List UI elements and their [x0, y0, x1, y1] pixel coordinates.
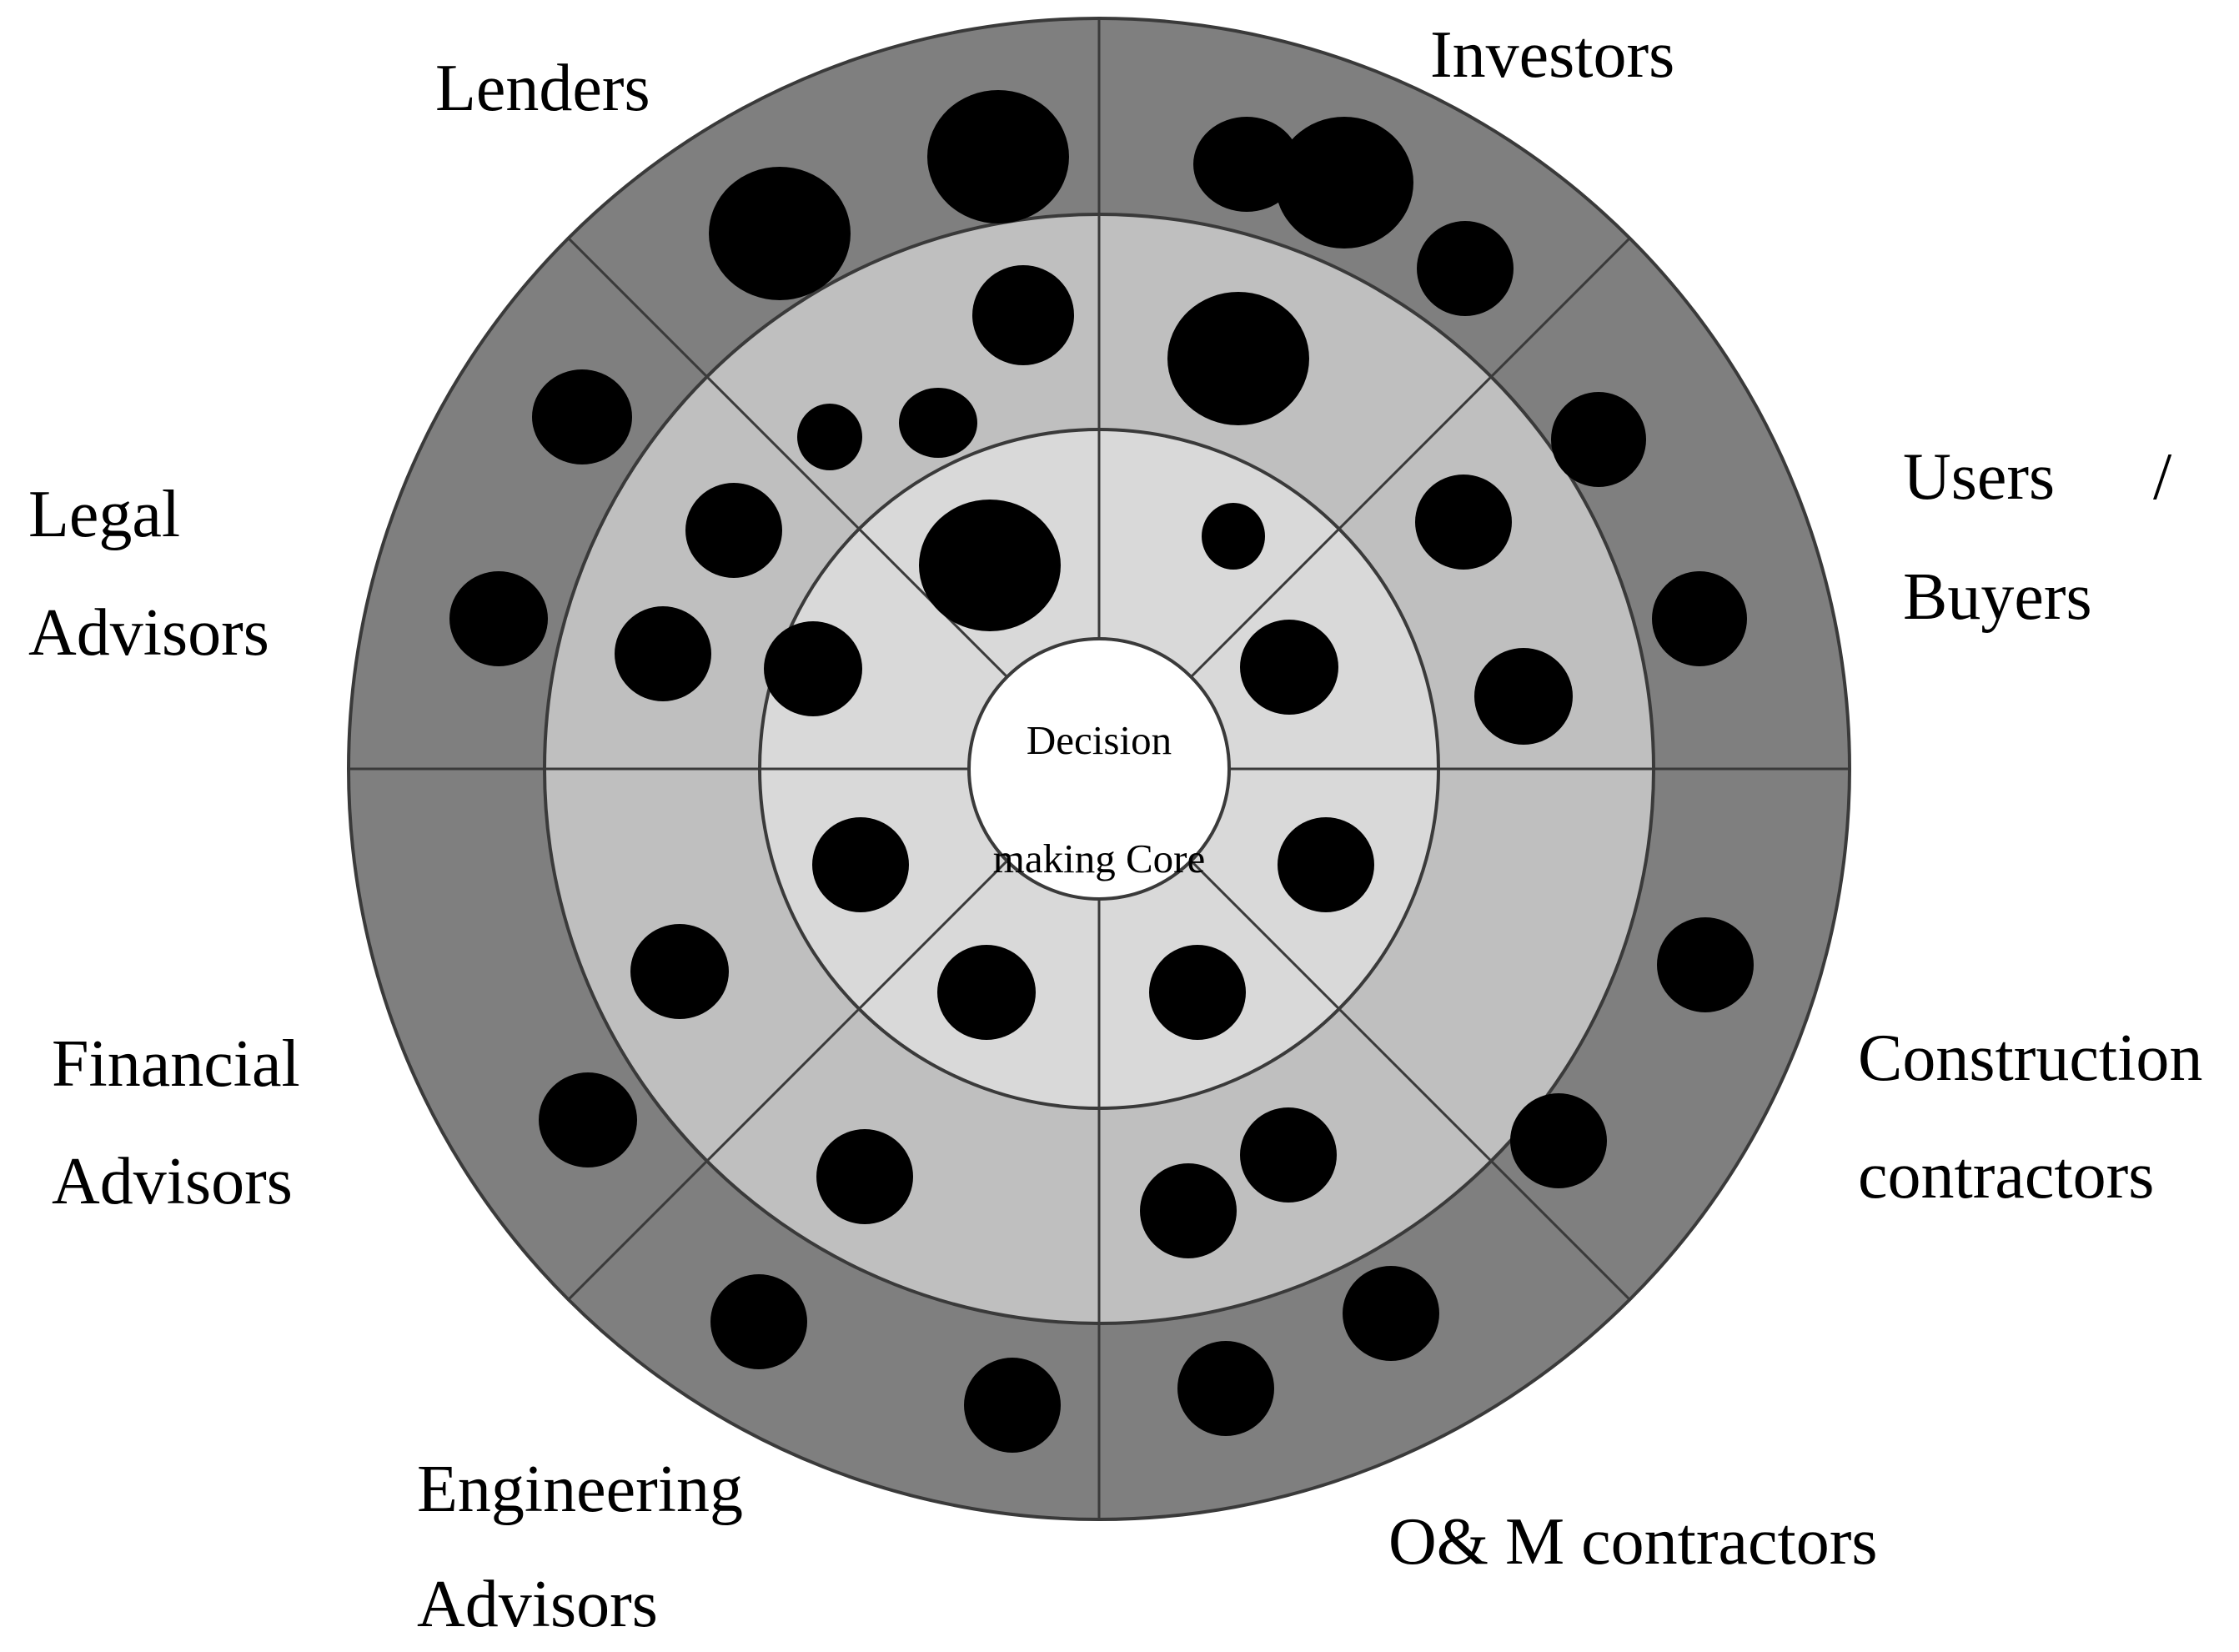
- stakeholder-dot: [532, 369, 632, 464]
- stakeholder-dot: [937, 945, 1036, 1040]
- sector-divider: [1190, 860, 1631, 1301]
- core-label-line2: making Core: [993, 836, 1205, 881]
- stakeholder-dot: [1417, 221, 1514, 316]
- stakeholder-dot: [927, 90, 1069, 223]
- stakeholder-dot: [1193, 117, 1300, 212]
- stakeholder-dot: [1177, 1341, 1274, 1436]
- label-engineering: Engineering: [417, 1453, 743, 1526]
- stakeholder-dot: [449, 571, 548, 666]
- stakeholder-dot: [615, 606, 711, 701]
- stakeholder-dot: [709, 167, 851, 300]
- stakeholder-dots: [449, 90, 1754, 1453]
- label-financial: Financial: [52, 1027, 300, 1101]
- stakeholder-dot: [764, 621, 862, 716]
- sector-divider: [1190, 237, 1631, 678]
- stakeholder-dot: [1657, 917, 1754, 1012]
- stakeholder-dot: [899, 388, 977, 458]
- stakeholder-dot: [1652, 571, 1747, 666]
- core-label-line1: Decision: [1027, 717, 1172, 763]
- sector-divider: [567, 860, 1008, 1301]
- stakeholder-dot: [685, 483, 782, 578]
- stakeholder-dot: [710, 1274, 807, 1369]
- stakeholder-dot: [816, 1129, 913, 1224]
- label-engineering-advisors: Advisors: [417, 1568, 658, 1641]
- stakeholder-dot: [1278, 817, 1374, 912]
- stakeholder-dot: [1415, 475, 1512, 570]
- stakeholder-dot: [539, 1072, 637, 1167]
- label-om-contractors: O& M contractors: [1388, 1505, 1878, 1579]
- stakeholder-dot: [1240, 1107, 1337, 1203]
- stakeholder-dot: [972, 265, 1074, 365]
- label-investors: Investors: [1430, 18, 1674, 92]
- stakeholder-dot: [812, 817, 909, 912]
- label-users: Users: [1903, 440, 2055, 514]
- stakeholder-dot: [919, 500, 1061, 631]
- sector-dividers: [349, 18, 1850, 1519]
- label-construction-contractors: contractors: [1858, 1139, 2154, 1213]
- stakeholder-dot: [1275, 117, 1413, 249]
- stakeholder-dot: [1167, 292, 1309, 425]
- label-buyers: Buyers: [1903, 560, 2092, 634]
- stakeholder-dot: [1202, 503, 1265, 570]
- label-users-slash: /: [2153, 440, 2172, 514]
- stakeholder-dot: [630, 924, 729, 1019]
- stakeholder-dot: [797, 404, 862, 470]
- label-legal: Legal: [28, 478, 180, 551]
- label-lenders: Lenders: [435, 52, 650, 125]
- decision-making-core: [967, 637, 1231, 901]
- stakeholder-dot: [1343, 1266, 1439, 1361]
- stakeholder-dot: [1140, 1163, 1237, 1258]
- label-legal-advisors: Advisors: [28, 596, 269, 670]
- stakeholder-dot: [1510, 1093, 1607, 1188]
- label-construction: Construction: [1858, 1022, 2202, 1095]
- stakeholder-dot: [1551, 392, 1646, 487]
- stakeholder-dot: [964, 1358, 1061, 1453]
- stakeholder-dot: [1240, 620, 1338, 715]
- stakeholder-dot: [1149, 945, 1246, 1040]
- stakeholder-dot: [1474, 648, 1573, 745]
- label-financial-advisors: Advisors: [52, 1145, 293, 1218]
